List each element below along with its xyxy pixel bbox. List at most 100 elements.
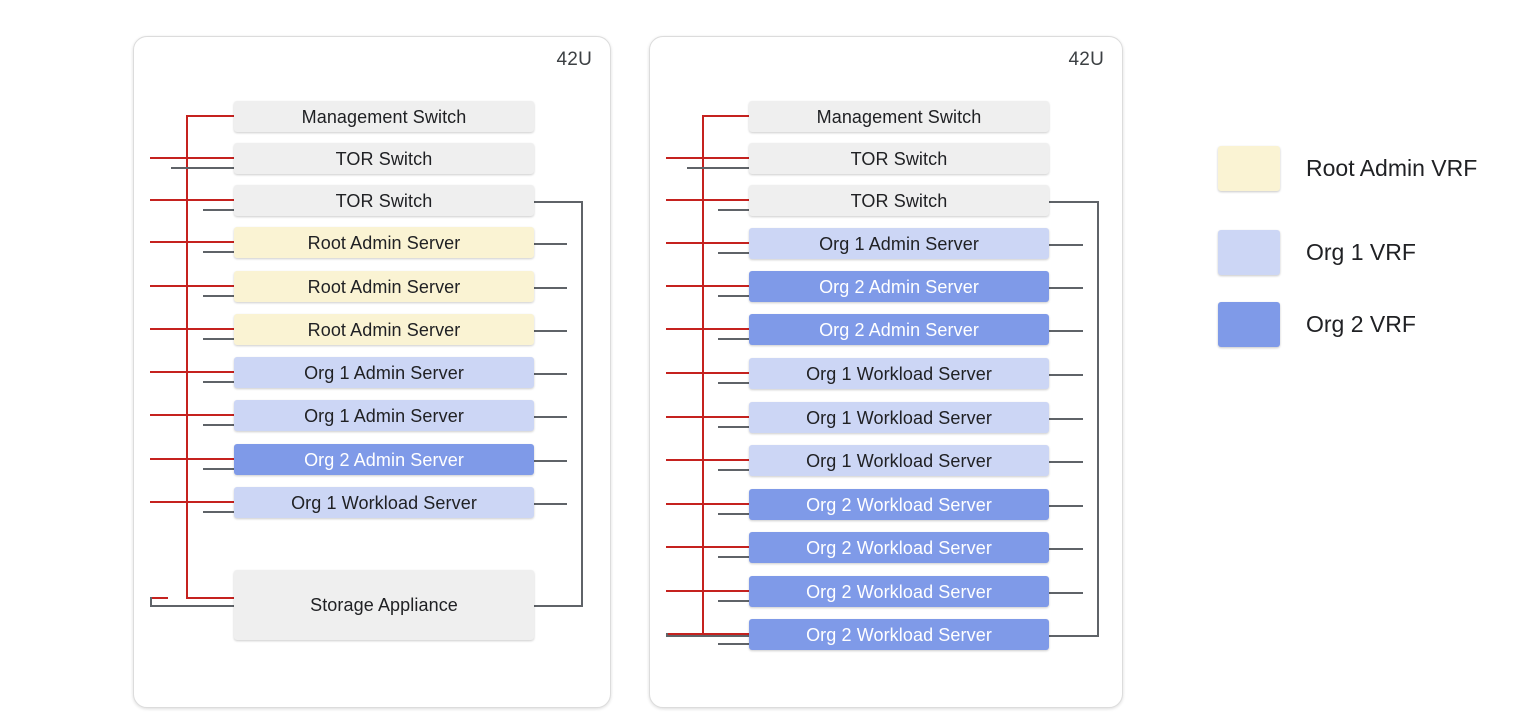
rack-unit-label: Org 1 Admin Server: [819, 233, 979, 254]
data-cable-stub-right: [1049, 287, 1083, 289]
mgmt-cable-trunk: [186, 115, 188, 597]
rack-unit-label: Org 2 Admin Server: [819, 319, 979, 340]
rack-unit[interactable]: Org 2 Workload Server: [749, 532, 1049, 563]
rack-unit-label: Org 1 Workload Server: [291, 492, 477, 513]
rack-unit-label: Org 1 Workload Server: [806, 363, 992, 384]
rack-unit[interactable]: TOR Switch: [234, 185, 534, 216]
rack-unit[interactable]: Org 2 Admin Server: [234, 444, 534, 475]
data-cable-stub-left: [718, 513, 749, 515]
rack-unit[interactable]: Org 2 Admin Server: [749, 271, 1049, 302]
data-cable-stub-left: [171, 167, 234, 169]
legend-item-root-admin-vrf: Root Admin VRF: [1218, 146, 1477, 191]
rack-unit-label: TOR Switch: [850, 148, 948, 169]
data-cable-stub-left: [203, 424, 234, 426]
data-cable-stub-right: [534, 503, 567, 505]
legend-label-root-admin-vrf: Root Admin VRF: [1306, 155, 1478, 181]
mgmt-cable-branch: [150, 458, 234, 460]
data-cable-branch: [1049, 201, 1099, 203]
data-cable-branch: [534, 201, 583, 203]
rack-unit[interactable]: Org 1 Admin Server: [234, 357, 534, 388]
data-cable-stub-left: [718, 252, 749, 254]
rack-unit-label: Org 1 Admin Server: [304, 362, 464, 383]
mgmt-cable-branch: [702, 633, 749, 635]
rack-unit[interactable]: Org 1 Admin Server: [749, 228, 1049, 259]
mgmt-cable-branch: [150, 285, 234, 287]
rack-unit[interactable]: Org 2 Workload Server: [749, 619, 1049, 650]
mgmt-cable-branch: [150, 241, 234, 243]
rack-unit-label: Org 2 Admin Server: [304, 449, 464, 470]
data-cable-stub-right: [534, 330, 567, 332]
rack-unit-label: Org 2 Admin Server: [819, 276, 979, 297]
rack-unit[interactable]: TOR Switch: [234, 143, 534, 174]
data-cable-stub-left: [687, 167, 749, 169]
rack-unit[interactable]: Root Admin Server: [234, 227, 534, 258]
legend-item-org1-vrf: Org 1 VRF: [1218, 230, 1416, 275]
data-cable-stub-left: [203, 251, 234, 253]
mgmt-cable-branch: [666, 590, 749, 592]
rack-unit-label: Management Switch: [816, 106, 982, 127]
data-cable-stub-left: [718, 338, 749, 340]
data-cable-stub-right: [1049, 592, 1083, 594]
rack-unit[interactable]: Org 2 Workload Server: [749, 489, 1049, 520]
data-cable-stub-right: [1049, 374, 1083, 376]
data-cable-stub-left: [203, 511, 234, 513]
data-cable-stub-right: [1049, 635, 1083, 637]
mgmt-cable-branch: [150, 597, 168, 599]
rack-unit[interactable]: Org 1 Workload Server: [749, 445, 1049, 476]
mgmt-cable-branch: [150, 199, 234, 201]
data-cable-stub-left: [718, 382, 749, 384]
rack-unit[interactable]: Org 1 Admin Server: [234, 400, 534, 431]
rack-unit[interactable]: Management Switch: [749, 101, 1049, 132]
rack-unit[interactable]: TOR Switch: [749, 143, 1049, 174]
legend-swatch-org2-vrf: [1218, 302, 1280, 347]
rack-unit-label: TOR Switch: [335, 148, 433, 169]
data-cable-stub-left: [150, 605, 234, 607]
rack-unit-label: Root Admin Server: [307, 232, 461, 253]
data-cable-stub-right: [1049, 461, 1083, 463]
data-cable-stub-right: [534, 460, 567, 462]
data-cable-stub-right: [534, 287, 567, 289]
legend-label-org1-vrf: Org 1 VRF: [1306, 239, 1416, 265]
rack-unit[interactable]: Root Admin Server: [234, 314, 534, 345]
mgmt-cable-branch: [150, 414, 234, 416]
mgmt-cable-branch: [666, 372, 749, 374]
rack-unit[interactable]: Management Switch: [234, 101, 534, 132]
rack-unit[interactable]: Org 2 Admin Server: [749, 314, 1049, 345]
mgmt-cable-branch: [150, 371, 234, 373]
data-cable-stub-left: [666, 635, 749, 637]
rack-right-capacity-label: 42U: [1068, 49, 1104, 70]
mgmt-cable-branch: [666, 503, 749, 505]
rack-unit[interactable]: Org 2 Workload Server: [749, 576, 1049, 607]
data-cable-stub-left: [718, 643, 749, 645]
mgmt-cable-branch: [150, 157, 234, 159]
rack-unit[interactable]: Org 1 Workload Server: [749, 402, 1049, 433]
rack-unit-storage-appliance[interactable]: Storage Appliance: [234, 570, 534, 640]
rack-unit[interactable]: Org 1 Workload Server: [234, 487, 534, 518]
rack-unit-label: Root Admin Server: [307, 319, 461, 340]
data-cable-stub-left: [203, 381, 234, 383]
rack-unit-label: TOR Switch: [850, 190, 948, 211]
rack-left-capacity-label: 42U: [556, 49, 592, 70]
data-cable-stub-right: [1049, 505, 1083, 507]
data-cable-stub-right: [1049, 244, 1083, 246]
rack-unit[interactable]: Root Admin Server: [234, 271, 534, 302]
data-cable-stub-left: [718, 295, 749, 297]
mgmt-cable-branch: [186, 597, 234, 599]
data-cable-stub-right: [1049, 330, 1083, 332]
data-cable-trunk: [1097, 201, 1099, 635]
mgmt-cable-branch: [666, 459, 749, 461]
mgmt-cable-branch: [666, 157, 749, 159]
data-cable-stub-left: [666, 633, 668, 637]
mgmt-cable-branch: [666, 328, 749, 330]
mgmt-cable-branch: [666, 242, 749, 244]
mgmt-cable-branch: [150, 328, 234, 330]
rack-unit-label: Org 1 Admin Server: [304, 405, 464, 426]
data-cable-trunk: [581, 201, 583, 605]
rack-unit[interactable]: Org 1 Workload Server: [749, 358, 1049, 389]
legend-swatch-org1-vrf: [1218, 230, 1280, 275]
rack-unit[interactable]: TOR Switch: [749, 185, 1049, 216]
mgmt-cable-branch: [666, 416, 749, 418]
legend-swatch-root-admin-vrf: [1218, 146, 1280, 191]
data-cable-stub-left: [203, 295, 234, 297]
rack-unit-label: Management Switch: [301, 106, 467, 127]
